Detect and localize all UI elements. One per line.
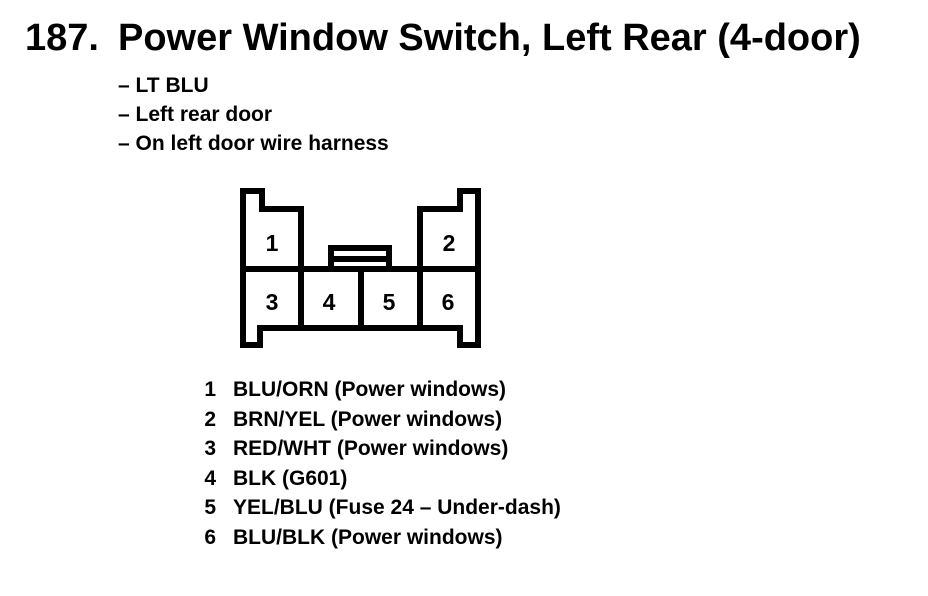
- pin-number: 3: [204, 437, 216, 460]
- pin-number: 1: [204, 378, 216, 401]
- cavity-label-6: 6: [442, 289, 455, 315]
- cavity-label-3: 3: [266, 289, 279, 315]
- legend-row: 2 BRN/YEL (Power windows): [192, 405, 561, 435]
- connector-outline: [240, 188, 481, 348]
- legend-row: 1 BLU/ORN (Power windows): [192, 375, 561, 405]
- note-line: – On left door wire harness: [118, 132, 389, 155]
- cavity-label-2: 2: [443, 230, 456, 256]
- legend-row: 5 YEL/BLU (Fuse 24 – Under-dash): [192, 493, 561, 523]
- pin-number: 6: [204, 525, 216, 549]
- figure-title-row: 187. Power Window Switch, Left Rear (4-d…: [25, 19, 861, 57]
- wire-description: RED/WHT (Power windows): [233, 437, 509, 460]
- notes-list: – LT BLU – Left rear door – On left door…: [118, 71, 389, 158]
- wire-description: BRN/YEL (Power windows): [233, 407, 503, 431]
- figure-title: Power Window Switch, Left Rear (4-door): [118, 17, 861, 59]
- cavity-label-5: 5: [383, 289, 396, 315]
- cavity-label-4: 4: [323, 289, 336, 315]
- legend-row: 6 BLU/BLK (Power windows): [192, 523, 561, 553]
- legend-row: 4 BLK (G601): [192, 464, 561, 494]
- wire-description: BLU/ORN (Power windows): [233, 378, 506, 401]
- pin-legend: 1 BLU/ORN (Power windows) 2 BRN/YEL (Pow…: [192, 375, 561, 552]
- wire-description: YEL/BLU (Fuse 24 – Under-dash): [233, 496, 561, 519]
- cavity-label-1: 1: [266, 230, 279, 256]
- note-line: – Left rear door: [118, 103, 273, 126]
- pin-number: 5: [204, 496, 216, 519]
- pin-number: 2: [204, 407, 216, 431]
- legend-row: 3 RED/WHT (Power windows): [192, 434, 561, 464]
- figure-number: 187.: [25, 17, 99, 59]
- wire-description: BLU/BLK (Power windows): [233, 525, 503, 549]
- wire-description: BLK (G601): [233, 466, 348, 490]
- pin-number: 4: [204, 466, 216, 490]
- note-line: – LT BLU: [118, 74, 209, 97]
